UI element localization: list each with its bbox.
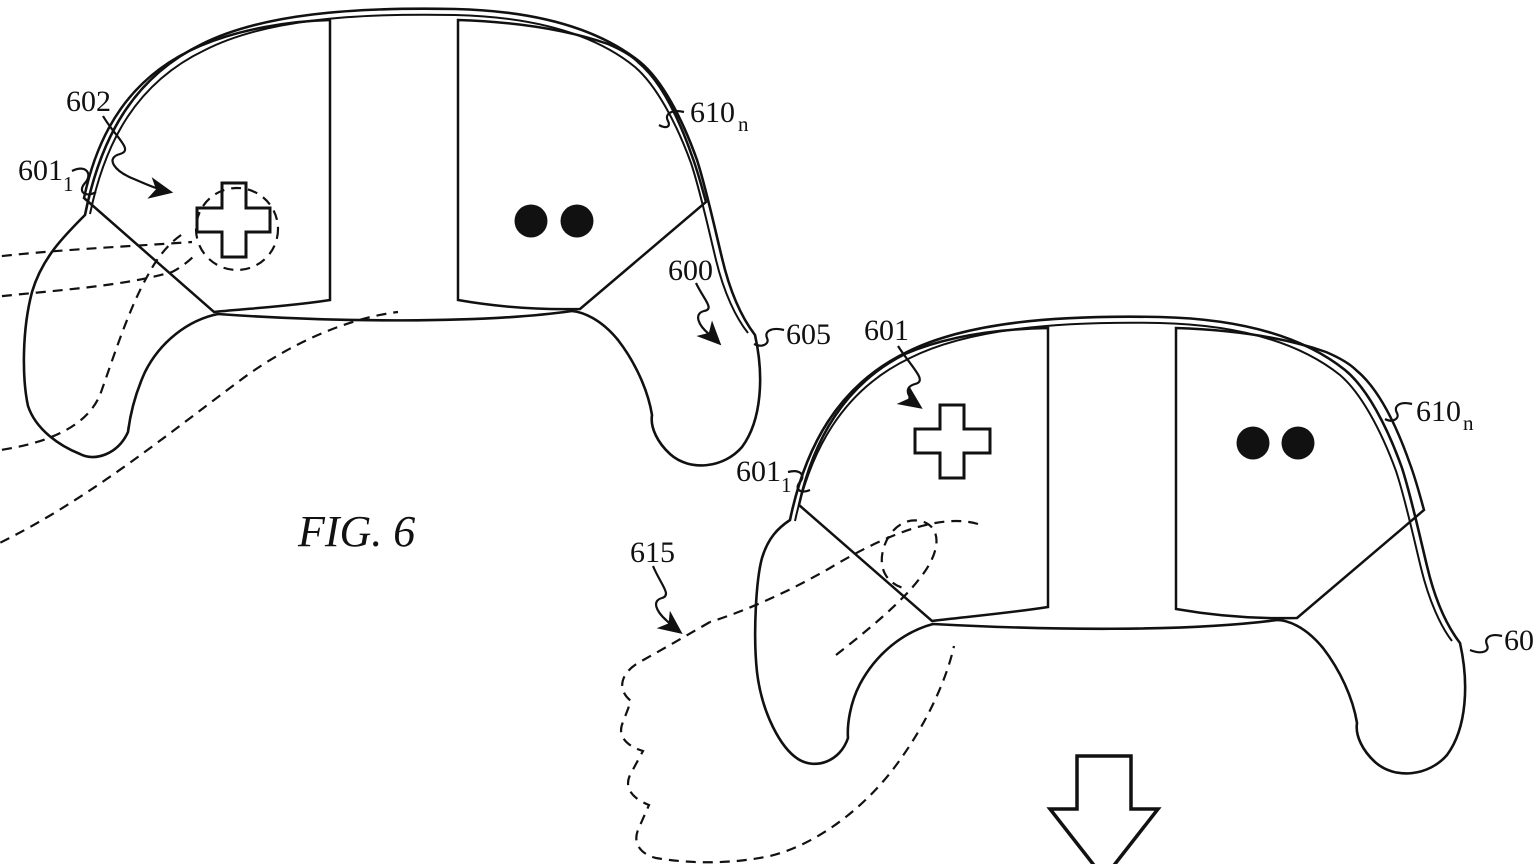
ref-label-601: 601 [736,455,781,488]
ref-label-602: 602 [66,85,111,118]
hand-finger-dash [0,233,184,452]
ref-label-60: 60 [1504,624,1534,657]
button-dot-icon [561,205,594,238]
ref-label-601: 601 [864,314,909,347]
figure-caption: FIG. 6 [297,507,415,556]
arrow-600 [696,283,719,343]
ref-label-601: 601 [18,154,63,187]
ref-label-605: 605 [786,318,831,351]
controller2-right-panel [1176,328,1424,618]
button-dot-icon [515,205,548,238]
ref-label-601-subscript: 1 [781,473,792,497]
ref-label-610-subscript: n [738,112,749,136]
arrow-602 [103,116,170,192]
hand2-upper-dash [710,521,978,622]
controller1-body [24,9,760,466]
ref-label-610: 610 [1416,395,1461,428]
controller2-left-panel [799,328,1048,621]
button-dot-icon [1282,427,1315,460]
arrow-615 [653,566,680,632]
controller-top-left: 602 601 1 610 n 600 605 [0,9,831,550]
button-dot-icon [1237,427,1270,460]
ref-label-610-subscript: n [1463,411,1474,435]
hand2-thumb-dash [836,520,936,655]
ref-label-615: 615 [630,536,675,569]
leader-60 [1470,635,1502,652]
ref-label-600: 600 [668,254,713,287]
down-block-arrow-icon [1050,756,1158,864]
hand-thumb-upper-dash [0,242,192,258]
hand2-wrist-dash [621,622,954,862]
controller1-rim-inner-line [90,15,748,333]
leader-605 [754,329,784,346]
controller1-leaders [72,111,784,345]
controller2-rim-inner-line [795,323,1452,641]
ref-label-601-subscript: 1 [63,172,74,196]
dpad-cross-icon [197,183,270,257]
dpad-cross-icon [915,405,990,478]
ref-label-610: 610 [690,96,735,129]
controller1-left-panel [84,20,330,312]
hand-thumb-lower-dash [0,254,196,298]
